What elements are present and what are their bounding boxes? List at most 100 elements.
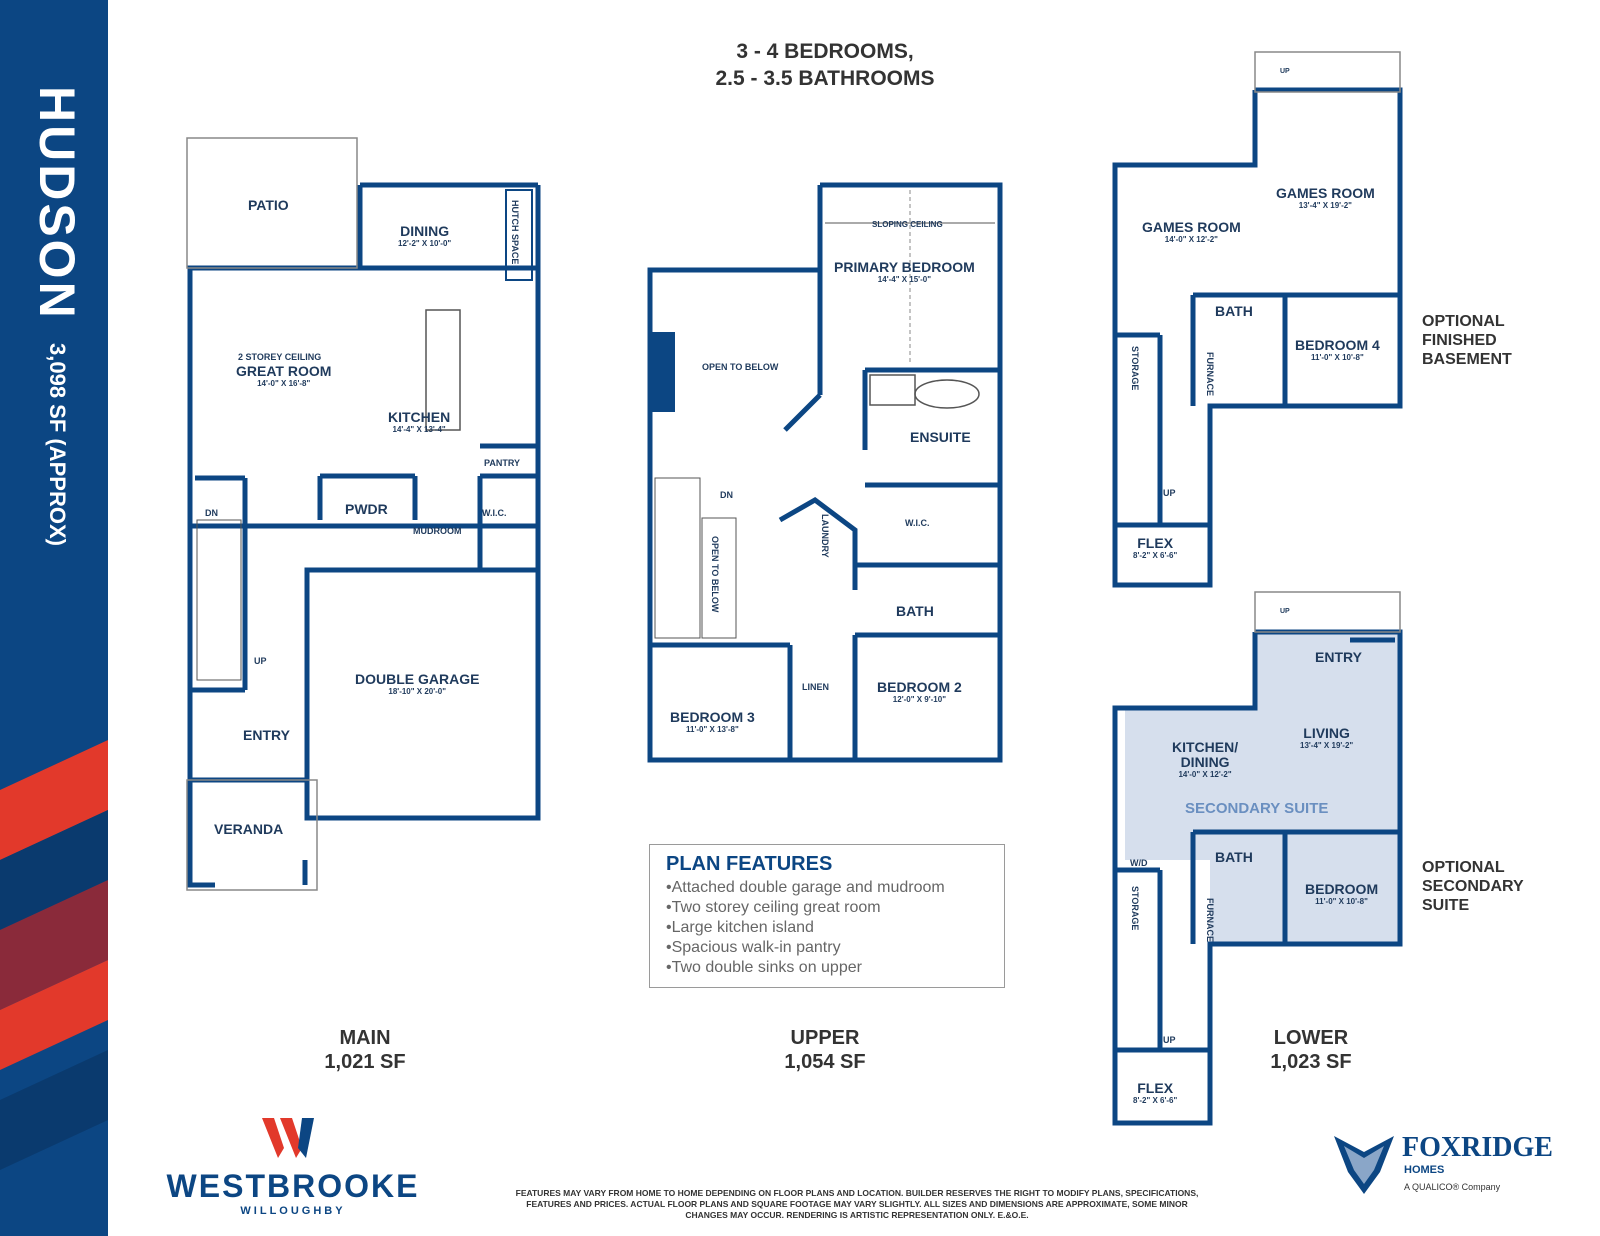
option-basement-line1: OPTIONAL bbox=[1422, 313, 1505, 330]
stair-up-suite: UP bbox=[1280, 608, 1290, 615]
room-laundry: LAUNDRY bbox=[820, 514, 830, 558]
room-linen: LINEN bbox=[802, 682, 829, 692]
room-dining-name: DINING bbox=[400, 223, 450, 239]
floor-lower-sf: 1,023 SF bbox=[1270, 1051, 1352, 1073]
floor-upper-name: UPPER bbox=[790, 1027, 860, 1049]
option-basement-line2: FINISHED bbox=[1422, 332, 1497, 349]
room-flex-suite-name: FLEX bbox=[1137, 1080, 1174, 1096]
header-bathrooms: 2.5 - 3.5 BATHROOMS bbox=[715, 67, 935, 90]
room-flex-basement-dim: 8'-2" X 6'-6" bbox=[1133, 551, 1178, 560]
room-primary-name: PRIMARY BEDROOM bbox=[834, 259, 975, 275]
room-flex-basement-name: FLEX bbox=[1137, 535, 1174, 551]
room-pantry: PANTRY bbox=[484, 458, 520, 468]
floor-main-name: MAIN bbox=[339, 1027, 391, 1049]
room-pwdr: PWDR bbox=[345, 501, 388, 517]
stair-up-suite-2: UP bbox=[1163, 1035, 1176, 1045]
room-furnace-basement: FURNACE bbox=[1205, 352, 1215, 396]
room-primary-dim: 14'-4" X 15'-0" bbox=[877, 275, 931, 284]
sidebar-chevrons bbox=[0, 740, 108, 1170]
room-bath-suite: BATH bbox=[1215, 849, 1253, 865]
room-living-dim: 13'-4" X 19'-2" bbox=[1300, 741, 1354, 750]
room-games-1-dim: 13'-4" X 19'-2" bbox=[1298, 201, 1352, 210]
plan-features-list: Attached double garage and mudroom Two s… bbox=[666, 878, 988, 978]
room-wd: W/D bbox=[1130, 858, 1148, 868]
room-ensuite: ENSUITE bbox=[910, 429, 971, 445]
room-furnace-suite: FURNACE bbox=[1205, 898, 1215, 942]
room-bedroom-suite-name: BEDROOM bbox=[1305, 881, 1379, 897]
room-storage-suite: STORAGE bbox=[1130, 886, 1140, 931]
stair-up-main: UP bbox=[254, 656, 267, 666]
open-below-2: OPEN TO BELOW bbox=[710, 536, 720, 613]
room-wic-main: W.I.C. bbox=[482, 508, 507, 518]
option-suite-line2: SECONDARY bbox=[1422, 878, 1524, 895]
stair-up-basement-2: UP bbox=[1163, 488, 1176, 498]
floor-lower-name: LOWER bbox=[1273, 1027, 1349, 1049]
room-entry-suite: ENTRY bbox=[1315, 649, 1362, 665]
floor-lower: LOWER 1,023 SF bbox=[1256, 1026, 1366, 1074]
room-great-dim: 14'-0" X 16'-8" bbox=[257, 379, 311, 388]
bed-bath-header: 3 - 4 BEDROOMS, 2.5 - 3.5 BATHROOMS bbox=[660, 38, 990, 92]
open-below-1: OPEN TO BELOW bbox=[702, 362, 779, 372]
room-garage-name: DOUBLE GARAGE bbox=[355, 671, 480, 687]
basement-walls bbox=[1112, 87, 1403, 588]
room-living-name: LIVING bbox=[1303, 725, 1350, 741]
disclaimer: FEATURES MAY VARY FROM HOME TO HOME DEPE… bbox=[515, 1188, 1199, 1220]
feature-item: Attached double garage and mudroom bbox=[666, 878, 988, 898]
foxridge-sub: HOMES bbox=[1404, 1164, 1445, 1176]
floor-main: MAIN 1,021 SF bbox=[310, 1026, 420, 1074]
room-bedroom-3-dim: 11'-0" X 13'-8" bbox=[686, 725, 739, 734]
ceiling-note: 2 STOREY CEILING bbox=[238, 352, 322, 362]
sloping-ceiling: SLOPING CEILING bbox=[872, 220, 943, 229]
westbrooke-brand: WESTBROOKE WILLOUGHBY bbox=[162, 1168, 424, 1217]
plan-name: HUDSON bbox=[29, 86, 85, 321]
room-kitchen-suite-dim: 14'-0" X 12'-2" bbox=[1178, 770, 1232, 779]
room-bedroom-2-name: BEDROOM 2 bbox=[877, 679, 962, 695]
optional-basement-note: OPTIONAL FINISHED BASEMENT bbox=[1422, 312, 1512, 369]
stair-up-basement: UP bbox=[1280, 68, 1290, 75]
room-kitchen-suite-name2: DINING bbox=[1180, 754, 1230, 770]
room-veranda: VERANDA bbox=[214, 821, 284, 837]
option-suite-line3: SUITE bbox=[1422, 897, 1470, 914]
plan-title: HUDSON 3,098 SF (APPROX) bbox=[22, 86, 86, 546]
room-patio: PATIO bbox=[248, 197, 289, 213]
room-bath-upper: BATH bbox=[896, 603, 934, 619]
room-kitchen-name: KITCHEN bbox=[388, 409, 451, 425]
room-entry: ENTRY bbox=[243, 727, 290, 743]
suite-walls bbox=[1112, 629, 1403, 1126]
room-bedroom-4-dim: 11'-0" X 10'-8" bbox=[1311, 353, 1364, 362]
foxridge-name: FOXRIDGE bbox=[1402, 1132, 1553, 1163]
room-wic-upper: W.I.C. bbox=[905, 518, 930, 528]
room-bedroom-4-name: BEDROOM 4 bbox=[1295, 337, 1380, 353]
floor-main-sf: 1,021 SF bbox=[324, 1051, 406, 1073]
feature-item: Spacious walk-in pantry bbox=[666, 938, 988, 958]
foxridge-tag: A QUALICO® Company bbox=[1404, 1182, 1501, 1192]
option-basement-line3: BASEMENT bbox=[1422, 351, 1512, 368]
secondary-suite-label: SECONDARY SUITE bbox=[1185, 800, 1329, 817]
room-hutch: HUTCH SPACE bbox=[510, 200, 520, 265]
room-games-2-name: GAMES ROOM bbox=[1142, 219, 1241, 235]
room-bedroom-suite-dim: 11'-0" X 10'-8" bbox=[1315, 897, 1368, 906]
feature-item: Large kitchen island bbox=[666, 918, 988, 938]
feature-item: Two double sinks on upper bbox=[666, 958, 988, 978]
plan-features-heading: PLAN FEATURES bbox=[666, 853, 833, 875]
stair-dn-upper: DN bbox=[720, 490, 733, 500]
optional-suite-note: OPTIONAL SECONDARY SUITE bbox=[1422, 858, 1524, 915]
westbrooke-name: WESTBROOKE bbox=[166, 1168, 420, 1204]
plan-features-box: PLAN FEATURES Attached double garage and… bbox=[649, 844, 1005, 988]
fox-logo-icon bbox=[1334, 1136, 1394, 1194]
room-games-1-name: GAMES ROOM bbox=[1276, 185, 1375, 201]
